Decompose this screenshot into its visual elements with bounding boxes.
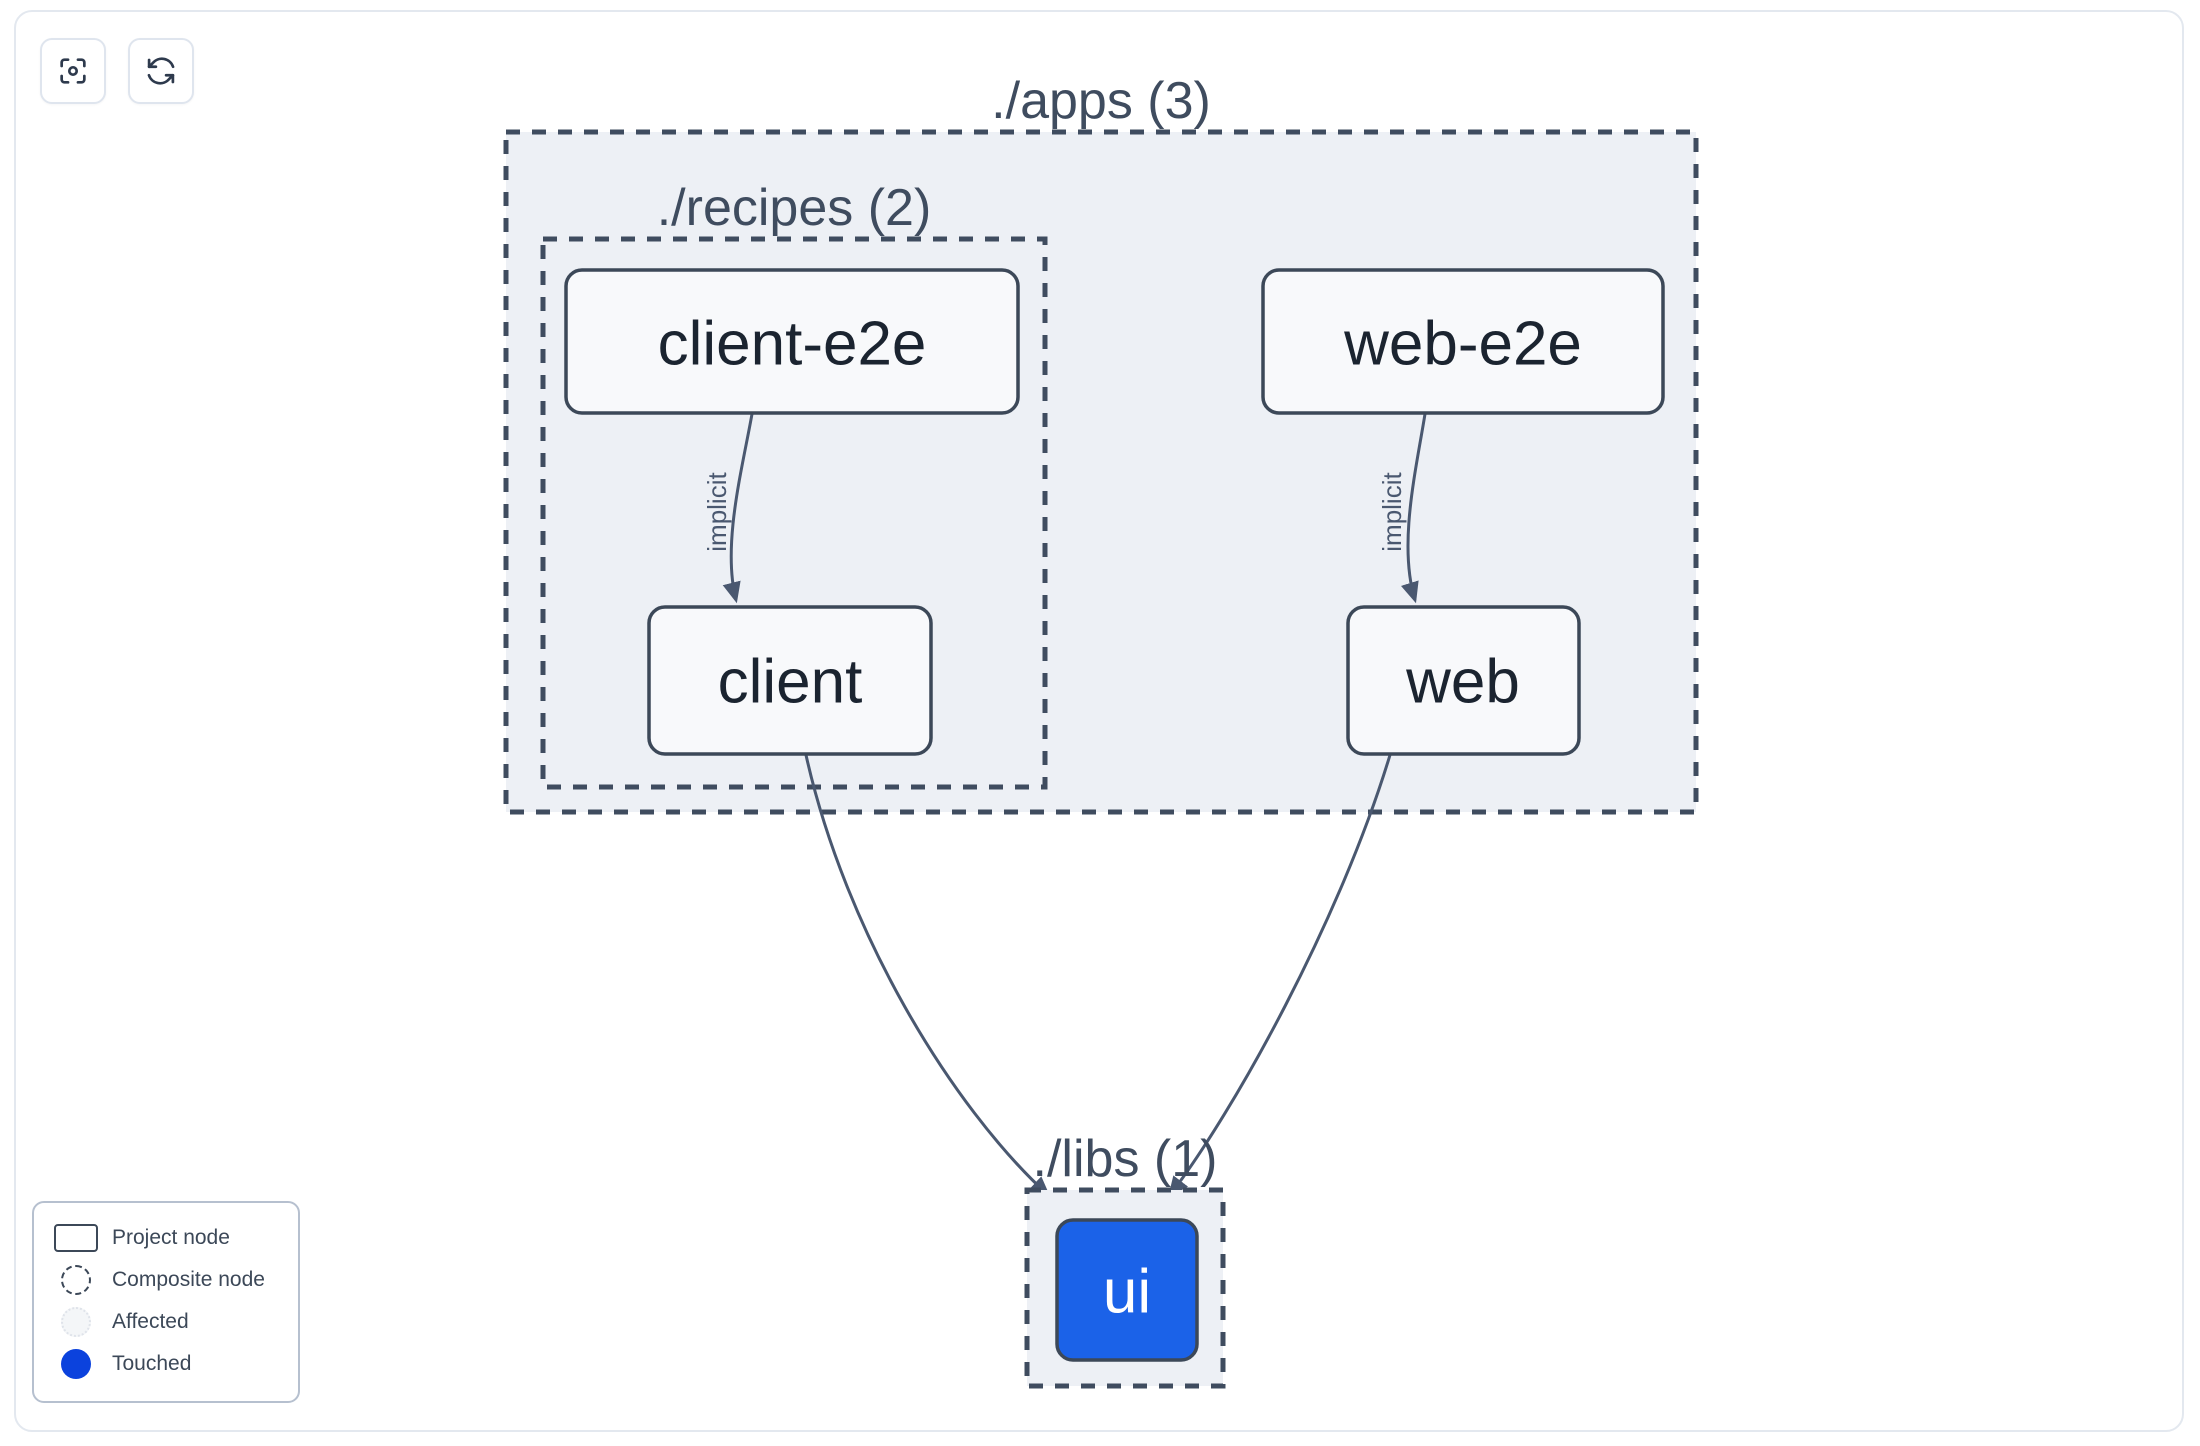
edge-path	[1400, 413, 1427, 604]
composite-node-swatch	[50, 1263, 102, 1297]
focus-graph-button[interactable]	[40, 38, 106, 104]
affected-swatch	[50, 1305, 102, 1339]
legend-label: Project node	[112, 1226, 230, 1249]
legend-item-affected: Affected	[50, 1301, 282, 1343]
legend-label: Composite node	[112, 1268, 265, 1291]
edge-client-e2e-to-client[interactable]: implicit	[702, 413, 754, 604]
legend-label: Affected	[112, 1310, 189, 1333]
legend-label: Touched	[112, 1352, 192, 1375]
node-client-e2e[interactable]: client-e2e	[564, 268, 1020, 415]
edge-path	[804, 754, 1051, 1198]
touched-swatch	[50, 1347, 102, 1381]
edge-label: implicit	[1377, 472, 1407, 552]
node-web-e2e[interactable]: web-e2e	[1261, 268, 1665, 415]
node-rect	[1261, 268, 1665, 415]
project-node-swatch	[50, 1221, 102, 1255]
node-label: client-e2e	[658, 310, 927, 379]
refresh-icon	[144, 54, 178, 88]
node-rect	[564, 268, 1020, 415]
legend-item-touched: Touched	[50, 1343, 282, 1385]
node-label: ui	[1103, 1258, 1151, 1327]
edge-client-to-ui[interactable]	[804, 754, 1051, 1198]
node-label: web-e2e	[1343, 310, 1582, 379]
node-client[interactable]: client	[647, 605, 933, 756]
edge-path	[1167, 754, 1392, 1198]
node-label: web	[1405, 648, 1520, 717]
node-ui[interactable]: ui	[1055, 1218, 1199, 1362]
focus-target-icon	[56, 54, 90, 88]
group-recipes-label: ./recipes (2)	[657, 179, 932, 237]
graph-legend: Project node Composite node Affected Tou…	[32, 1201, 300, 1403]
node-label: client	[718, 648, 863, 717]
node-web[interactable]: web	[1346, 605, 1581, 756]
legend-item-composite-node: Composite node	[50, 1259, 282, 1301]
node-rect	[647, 605, 933, 756]
refresh-graph-button[interactable]	[128, 38, 194, 104]
legend-item-project-node: Project node	[50, 1217, 282, 1259]
edge-path	[722, 413, 754, 604]
group-libs-label: ./libs (1)	[1033, 1130, 1218, 1188]
node-rect	[1055, 1218, 1199, 1362]
edge-web-to-ui[interactable]	[1167, 754, 1392, 1198]
node-rect	[1346, 605, 1581, 756]
graph-toolbar	[40, 38, 194, 104]
edge-label: implicit	[702, 472, 732, 552]
edge-web-e2e-to-web[interactable]: implicit	[1377, 413, 1427, 604]
group-apps-label: ./apps (3)	[991, 72, 1211, 130]
